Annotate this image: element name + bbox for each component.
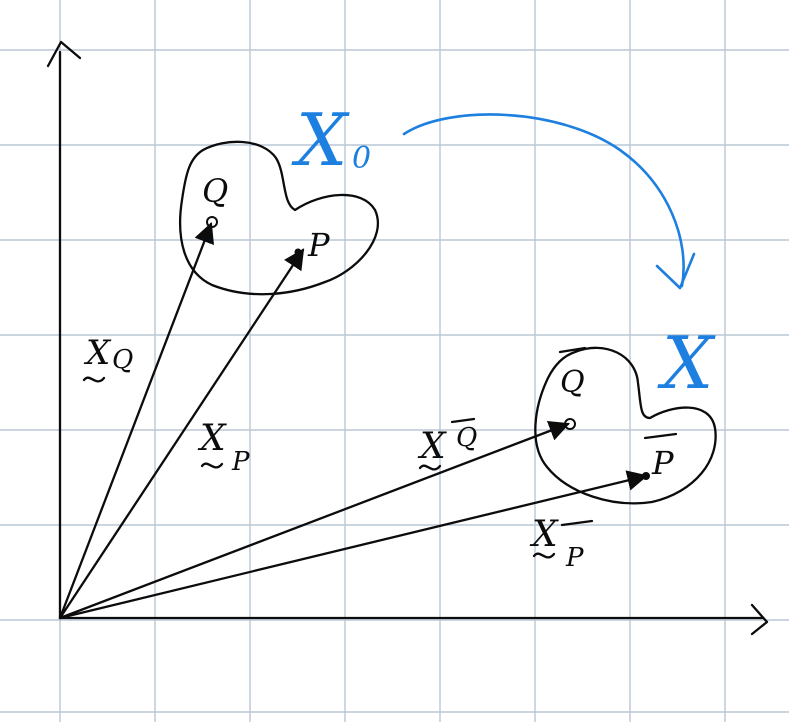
vector-q-reference-tilde xyxy=(82,376,106,383)
point-p-reference-label: P xyxy=(307,226,330,264)
vector-q-current-label-group: X Q xyxy=(417,417,477,471)
vector-p-current-subscript: P xyxy=(565,543,584,573)
mapping-arrow-curve xyxy=(402,113,685,288)
vector-p-reference-label-group: X P xyxy=(197,418,250,477)
position-vectors xyxy=(58,222,649,620)
current-body-outline xyxy=(534,346,717,505)
point-q-current-dot xyxy=(564,418,576,430)
vector-q-current-subscript: Q xyxy=(456,423,477,453)
vector-p-current xyxy=(58,470,649,620)
vector-p-reference-label: X xyxy=(197,418,227,459)
point-q-current-label-group: Q xyxy=(558,346,587,400)
vector-p-reference-subscript: P xyxy=(231,447,250,477)
reference-body-outline xyxy=(179,140,379,296)
vector-q-reference xyxy=(58,222,214,620)
vector-q-current-tilde xyxy=(418,464,442,471)
point-p-current-label: P xyxy=(651,444,674,482)
vector-p-current-tilde xyxy=(532,552,556,559)
vector-p-current-label: X xyxy=(529,514,559,555)
reference-body-label: X xyxy=(291,98,350,182)
material-points xyxy=(206,216,650,480)
vertical-axis-arrow xyxy=(46,40,82,68)
coordinate-axes xyxy=(46,40,769,636)
vector-q-current-label: X xyxy=(417,426,447,467)
current-body-label: X xyxy=(657,321,716,405)
mapping-arrow-head xyxy=(655,252,696,290)
vector-q-reference-subscript: Q xyxy=(112,345,133,375)
vector-p-reference xyxy=(58,248,305,620)
point-q-reference-label: Q xyxy=(202,172,228,210)
vector-p-current-label-group: X P xyxy=(529,514,594,573)
mapping-arrow xyxy=(402,113,696,290)
vector-q-reference-label-group: X Q xyxy=(82,333,133,383)
point-q-current-label: Q xyxy=(560,365,585,400)
vector-p-reference-tilde xyxy=(200,462,224,469)
point-p-reference-dot xyxy=(294,248,302,256)
vector-q-current xyxy=(58,420,570,620)
reference-body-subscript: 0 xyxy=(352,141,371,176)
reference-body-label-group: X 0 xyxy=(291,98,371,182)
horizontal-axis-arrow xyxy=(750,603,769,636)
point-q-reference-dot xyxy=(206,216,218,228)
point-p-current-label-group: P xyxy=(643,432,678,482)
point-p-current-dot xyxy=(642,472,650,480)
vector-q-reference-label: X xyxy=(83,333,112,373)
